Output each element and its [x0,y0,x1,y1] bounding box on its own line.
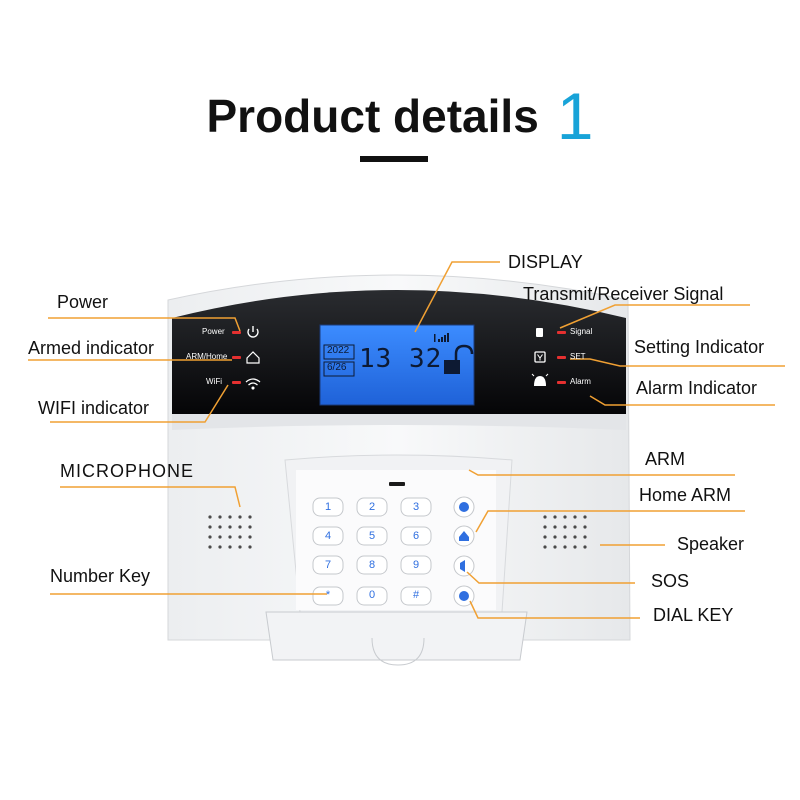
set-icon [534,351,546,363]
key-label: 0 [368,589,376,601]
key-label: # [412,589,420,601]
callout-dial-key: DIAL KEY [653,605,734,625]
panel-label-wifi: WiFi [206,377,222,386]
panel-label-arm-home: ARM/Home [186,352,228,361]
lcd-year: 2022 [327,345,350,356]
alarm-bell-icon [531,373,549,386]
lcd-date: 6/26 [327,362,347,373]
callout-home-arm: Home ARM [639,485,732,505]
callout-microphone: MICROPHONE [60,461,195,481]
lcd-signal-icon [434,333,449,342]
flip-cover [265,611,528,666]
panel-label-signal: Signal [570,327,593,336]
page-title-number: 1 [556,79,594,153]
power-icon [247,326,259,338]
callout-wifi-indicator: WIFI indicator [38,398,150,418]
callout-number-key: Number Key [50,566,151,586]
callout-display: DISPLAY [508,252,583,272]
key-label: 5 [368,530,376,542]
key-label: 4 [324,530,332,542]
home-icon [246,351,260,364]
key-label: 6 [412,530,420,542]
callout-arm: ARM [645,449,685,469]
keypad [312,497,432,606]
lcd-lock-icon [444,344,474,374]
panel-label-alarm: Alarm [570,377,591,386]
key-label: 3 [412,501,420,513]
callout-transmit-receiver-signal: Transmit/Receiver Signal [523,284,724,304]
panel-label-set: SET [570,352,586,361]
wifi-icon [245,378,261,390]
lcd-display [319,324,475,406]
title-underline [360,156,428,162]
callout-setting-indicator: Setting Indicator [634,337,765,357]
callout-sos: SOS [651,571,690,591]
key-label: 8 [368,559,376,571]
microphone-grille [208,515,252,549]
callout-speaker: Speaker [677,534,745,554]
callout-armed-indicator: Armed indicator [28,338,155,358]
page-heading: Product details 1 [0,78,800,154]
page-title: Product details [206,90,539,142]
key-label: 2 [368,501,376,513]
callout-lines [28,261,785,619]
panel-label-power: Power [202,327,225,336]
function-keys [453,496,475,607]
key-label: 9 [412,559,420,571]
speaker-grille [543,515,587,549]
lcd-time: 13 32 [359,344,443,374]
led-indicators [232,331,566,384]
key-label: 7 [324,559,332,571]
callout-alarm-indicator: Alarm Indicator [636,378,758,398]
signal-icon [536,328,543,337]
callout-power: Power [57,292,109,312]
key-label: 1 [324,501,332,513]
key-label: * [325,589,331,601]
